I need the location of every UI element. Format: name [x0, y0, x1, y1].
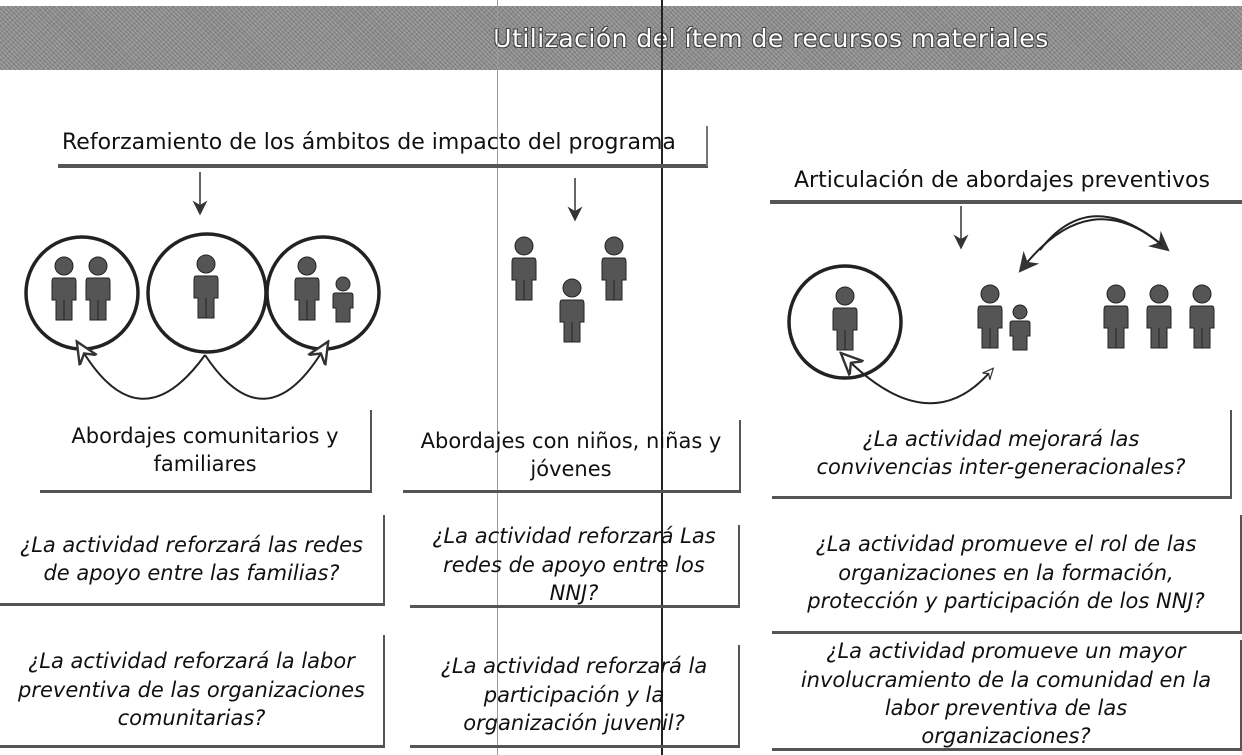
box-col1-q2: ¿La actividad reforzará la labor prevent… [0, 635, 385, 748]
box-col2-q1: ¿La actividad reforzará Las redes de apo… [410, 524, 740, 608]
box-col3-q2: ¿La actividad promueve el rol de las org… [772, 515, 1242, 634]
box-col1-q1: ¿La actividad reforzará las redes de apo… [0, 515, 385, 606]
heading-right-underline [770, 200, 1242, 204]
divider-line [497, 0, 498, 755]
child-icon [332, 276, 354, 323]
person-icon [85, 256, 111, 321]
box-col2-q2: ¿La actividad reforzará la participación… [410, 645, 740, 748]
child-icon [1009, 304, 1031, 351]
connector-arrow [1018, 218, 1163, 273]
title-banner: Utilización del ítem de recursos materia… [0, 6, 1242, 70]
organization-circle [787, 264, 903, 380]
divider-line [661, 0, 663, 755]
family-circle [24, 235, 140, 351]
heading-right-text: Articulación de abordajes preventivos [794, 168, 1210, 193]
family-circle [265, 235, 381, 351]
box-col3-q3: ¿La actividad promueve un mayor involucr… [772, 639, 1242, 751]
heading-left: Reforzamiento de los ámbitos de impacto … [62, 130, 676, 155]
box-text: ¿La actividad reforzará Las redes de apo… [432, 524, 716, 606]
heading-right: Articulación de abordajes preventivos [794, 168, 1210, 193]
person-icon [1103, 284, 1129, 349]
person-icon [51, 256, 77, 321]
box-text: Abordajes con niños, niñas y jóvenes [420, 428, 722, 481]
box-text: ¿La actividad promueve un mayor involucr… [800, 639, 1212, 749]
person-icon [511, 236, 537, 301]
person-icon [1146, 284, 1172, 349]
box-text: ¿La actividad reforzará la labor prevent… [18, 649, 365, 731]
connector-arrow [82, 350, 206, 400]
person-icon [294, 256, 320, 321]
heading-left-underline [58, 164, 708, 168]
person-icon [601, 236, 627, 301]
connector-arrow [204, 350, 323, 400]
banner-title: Utilización del ítem de recursos materia… [493, 23, 1049, 53]
heading-left-edge [706, 126, 708, 166]
box-col3-q1: ¿La actividad mejorará las convivencias … [772, 410, 1232, 499]
box-col2-label: Abordajes con niños, niñas y jóvenes [403, 420, 741, 493]
box-text: ¿La actividad promueve el rol de las org… [807, 532, 1205, 614]
box-text: ¿La actividad reforzará las redes de apo… [20, 532, 363, 585]
box-text: Abordajes comunitarios y familiares [71, 423, 339, 476]
box-text: ¿La actividad reforzará la participación… [440, 654, 708, 736]
person-icon [977, 284, 1003, 349]
box-col1-label: Abordajes comunitarios y familiares [40, 410, 372, 493]
box-text: ¿La actividad mejorará las convivencias … [816, 426, 1186, 479]
person-icon [193, 254, 219, 319]
connector-arrow [848, 360, 990, 403]
person-icon [559, 278, 585, 343]
person-icon [1189, 284, 1215, 349]
person-icon [832, 286, 858, 351]
connector-arrow [848, 360, 991, 405]
heading-left-text: Reforzamiento de los ámbitos de impacto … [62, 130, 676, 155]
